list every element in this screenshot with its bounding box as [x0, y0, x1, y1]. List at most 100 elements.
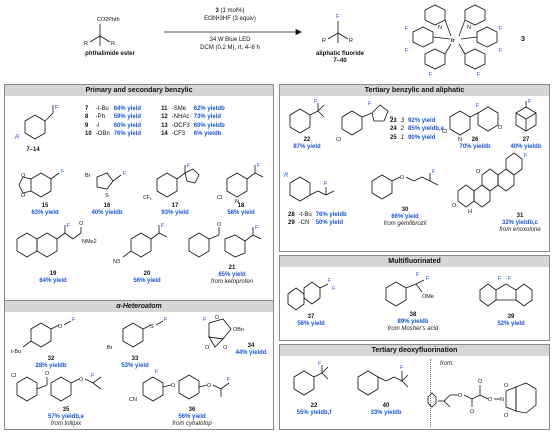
solvent-conditions: DCM (0.2 M), rt, 4–6 h: [200, 44, 260, 51]
svg-text:O: O: [171, 383, 176, 389]
compound-20: 20 56% yield: [133, 271, 161, 284]
structure-38: F F OMe: [385, 272, 434, 307]
svg-text:F: F: [400, 365, 404, 371]
svg-text:F: F: [499, 48, 503, 54]
reactant-structure: CO2Phth R R: [84, 17, 120, 47]
svg-text:N: N: [458, 137, 462, 143]
svg-text:F: F: [508, 276, 512, 282]
svg-text:O: O: [488, 397, 493, 403]
svg-text:F: F: [405, 26, 409, 32]
svg-text:O: O: [400, 175, 405, 181]
svg-text:F: F: [123, 171, 127, 177]
compound-40: 40 33% yieldb: [370, 403, 402, 416]
compound-32: 32 28% yieldb: [35, 356, 67, 369]
structure-18: F Cl N: [217, 163, 264, 205]
structure-27: F: [515, 99, 537, 132]
svg-text:F: F: [67, 223, 71, 229]
reactant-r1: R: [84, 41, 88, 47]
panel-alpha-heteroatom: α-Heteroatom O F t-Bu 32 28% yieldb S F …: [4, 300, 274, 430]
svg-text:N3: N3: [113, 259, 120, 265]
svg-text:Cl: Cl: [11, 373, 16, 379]
structure-26: Cl N F O: [442, 103, 503, 143]
svg-text:F: F: [432, 169, 436, 175]
svg-text:O: O: [45, 371, 50, 377]
catalyst-loading: (1 mol%): [220, 8, 245, 14]
structure-30: O F: [371, 169, 439, 200]
svg-text:O: O: [470, 409, 475, 415]
compound-35: 35 57% yieldb,e from trillipix: [47, 407, 85, 427]
structure-31: O O F H: [452, 152, 528, 215]
svg-text:F: F: [477, 72, 481, 78]
svg-text:F: F: [429, 72, 433, 78]
svg-text:F: F: [187, 163, 191, 169]
reactant-label: phthalimide ester: [85, 51, 135, 57]
svg-text:F: F: [257, 163, 261, 169]
svg-text:O: O: [504, 413, 509, 419]
compound-37: 37 56% yield: [297, 314, 325, 327]
svg-text:N: N: [438, 25, 442, 31]
compound-22: 22 87% yield: [293, 137, 321, 150]
compound-39: 39 52% yield: [497, 314, 525, 327]
structure-36: CN F O O F: [129, 369, 231, 403]
svg-text:O: O: [205, 345, 210, 351]
panel-tertiary-benzylic-aliphatic: Tertiary benzylic and aliphatic F 22 87%…: [279, 84, 550, 252]
svg-text:O: O: [79, 221, 84, 227]
svg-text:N: N: [467, 25, 471, 31]
structure-15: F O O: [18, 169, 65, 199]
svg-text:F: F: [203, 317, 207, 323]
svg-text:F: F: [61, 169, 65, 175]
svg-text:F: F: [164, 317, 168, 323]
panel-title: α-Heteroatom: [5, 301, 273, 312]
core-structure-7-14: F R: [15, 105, 59, 141]
svg-text:F: F: [91, 373, 95, 379]
svg-text:OBn: OBn: [233, 327, 244, 333]
reagent-line: Et3N•3HF (3 equiv): [204, 15, 256, 22]
reaction-arrow: [164, 28, 302, 36]
structure-17: F CF₃: [143, 163, 200, 201]
svg-text:N: N: [235, 199, 239, 205]
panel-title: Primary and secondary benzylic: [5, 85, 273, 96]
svg-text:Cl: Cl: [442, 129, 447, 135]
svg-text:F: F: [416, 272, 420, 278]
light-source: 34 W Blue LED: [209, 37, 251, 43]
compound-15: 15 63% yield: [31, 203, 59, 216]
compound-34: 34 44% yieldd: [235, 343, 267, 356]
structure-35: Cl O O F: [11, 371, 102, 402]
structure-33: S F Br: [107, 317, 168, 351]
svg-text:F: F: [318, 361, 322, 367]
iridium-catalyst-structure: Ir F F F F F F N N: [405, 4, 503, 78]
structure-22: F: [289, 99, 325, 134]
compound-36: 36 56% yield from cyhalofop: [172, 407, 212, 427]
product-label: aliphatic fluoride 7–40: [315, 51, 364, 64]
svg-text:Br: Br: [107, 345, 113, 351]
compound-31: 31 32% yieldb,c from enoxolone: [499, 213, 541, 233]
svg-text:O: O: [21, 193, 26, 199]
structure-16: F Br S: [85, 171, 127, 199]
structure-23-25: Cl F n: [336, 101, 393, 143]
svg-text:Cl: Cl: [336, 137, 341, 143]
svg-text:R: R: [284, 173, 289, 179]
svg-text:Cl: Cl: [217, 195, 222, 201]
structure-39: F F: [479, 276, 533, 307]
structure-22-deoxy: F: [293, 361, 329, 396]
svg-text:O: O: [478, 379, 483, 385]
svg-text:F: F: [476, 103, 480, 109]
svg-text:O: O: [476, 169, 481, 175]
svg-text:H: H: [468, 209, 472, 215]
svg-text:S: S: [105, 193, 109, 199]
svg-text:F: F: [332, 286, 336, 292]
section-divider: [430, 359, 431, 427]
svg-text:F: F: [499, 26, 503, 32]
svg-text:N: N: [500, 397, 504, 403]
svg-text:F: F: [426, 276, 430, 282]
panel-multifluorinated: Multifluorinated F F 37 56% yield F F OM…: [279, 255, 550, 341]
compound-26: 26 70% yieldb: [459, 137, 491, 150]
svg-text:n: n: [390, 115, 393, 121]
conditions-bottom: 34 W Blue LED DCM (0.2 M), rt, 4–6 h: [165, 37, 295, 52]
